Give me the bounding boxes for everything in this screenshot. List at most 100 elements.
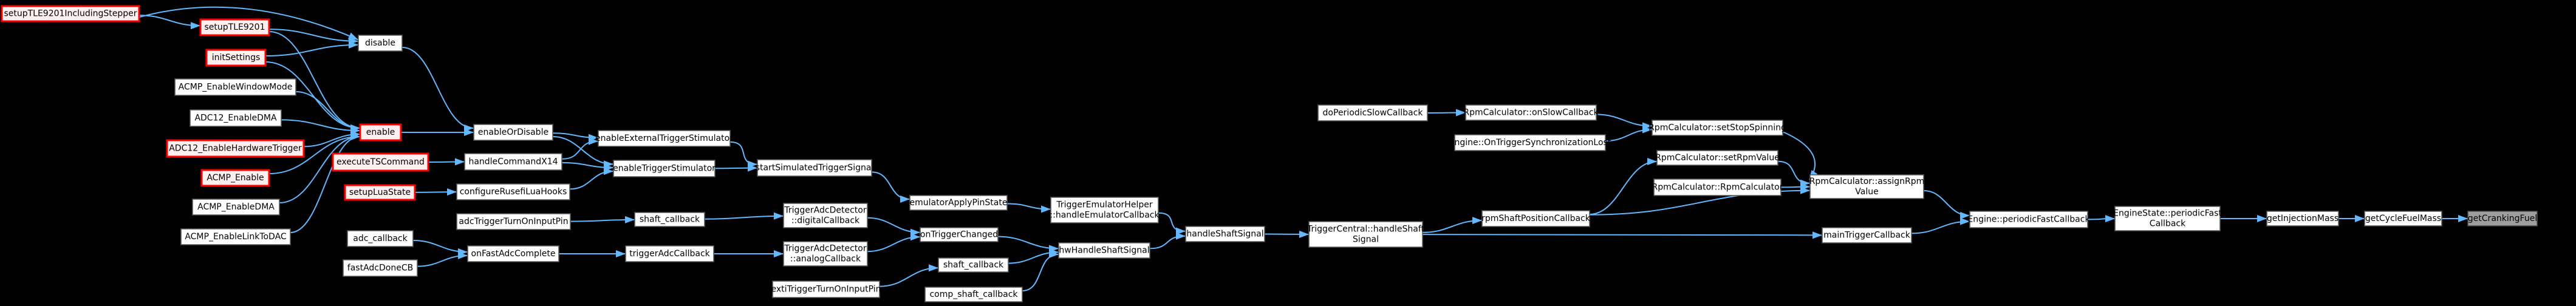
- node-box-comp_shaft_callback[interactable]: [924, 287, 1023, 302]
- node-comp_shaft_callback[interactable]: comp_shaft_callback: [924, 287, 1023, 302]
- node-Engine_periodicFastCallback[interactable]: Engine::periodicFastCallback: [1967, 211, 2090, 228]
- node-adc_callback[interactable]: adc_callback: [347, 230, 414, 247]
- node-getCycleFuelMass[interactable]: getCycleFuelMass: [2364, 211, 2442, 226]
- node-handleCommandX14[interactable]: handleCommandX14: [464, 153, 562, 171]
- node-ACMP_EnableDMA[interactable]: ACMP_EnableDMA: [192, 199, 280, 216]
- node-box-getInjectionMass[interactable]: [2266, 211, 2339, 226]
- node-onFastAdcComplete[interactable]: onFastAdcComplete: [467, 245, 559, 262]
- node-getInjectionMass[interactable]: getInjectionMass: [2266, 211, 2339, 226]
- node-ACMP_Enable[interactable]: ACMP_Enable: [200, 169, 270, 187]
- node-box-ACMP_EnableWindowMode[interactable]: [174, 78, 296, 96]
- node-TriggerAdcDetector_digitalCallback[interactable]: TriggerAdcDetector::digitalCallback: [783, 203, 868, 228]
- node-box-executeTSCommand[interactable]: [332, 152, 429, 172]
- node-box-RpmCalculator_RpmCalculator[interactable]: [1653, 178, 1782, 196]
- node-box-setupTLE9201[interactable]: [199, 18, 270, 36]
- node-box-enableOrDisable[interactable]: [473, 124, 553, 141]
- node-getCrankingFuel[interactable]: getCrankingFuel: [2467, 211, 2538, 226]
- node-box-ACMP_EnableDMA[interactable]: [192, 199, 280, 216]
- node-box-enableTriggerStimulator[interactable]: [613, 160, 716, 177]
- node-box-setupLuaState[interactable]: [344, 184, 416, 201]
- node-box-shaft_callback_1[interactable]: [634, 212, 705, 227]
- node-box-handleShaftSignal[interactable]: [1185, 226, 1265, 242]
- node-box-RpmCalculator_setRpmValue[interactable]: [1656, 150, 1778, 166]
- node-box-mainTriggerCallback[interactable]: [1822, 227, 1912, 243]
- node-fastAdcDoneCB[interactable]: fastAdcDoneCB: [343, 259, 418, 277]
- node-shaft_callback_2[interactable]: shaft_callback: [938, 257, 1009, 273]
- node-initSettings[interactable]: initSettings: [205, 49, 267, 67]
- node-box-TriggerAdcDetector_digitalCallback[interactable]: [783, 203, 868, 228]
- node-RpmCalculator_setRpmValue[interactable]: RpmCalculator::setRpmValue: [1655, 150, 1780, 166]
- node-box-triggerAdcCallback[interactable]: [625, 245, 714, 262]
- node-RpmCalculator_RpmCalculator[interactable]: RpmCalculator::RpmCalculator: [1652, 178, 1783, 196]
- node-extiTriggerTurnOnInputPin[interactable]: extiTriggerTurnOnInputPin: [771, 280, 881, 298]
- node-enableOrDisable[interactable]: enableOrDisable: [473, 124, 553, 141]
- node-box-hwHandleShaftSignal[interactable]: [1058, 242, 1150, 259]
- node-box-fastAdcDoneCB[interactable]: [343, 259, 418, 277]
- node-disable[interactable]: disable: [358, 35, 403, 52]
- node-shaft_callback_1[interactable]: shaft_callback: [634, 212, 705, 227]
- node-box-initSettings[interactable]: [205, 49, 267, 67]
- node-enableTriggerStimulator[interactable]: enableTriggerStimulator: [613, 160, 716, 177]
- node-box-handleCommandX14[interactable]: [464, 153, 562, 171]
- node-box-doPeriodicSlowCallback[interactable]: [1317, 104, 1428, 121]
- node-onTriggerChanged[interactable]: onTriggerChanged: [920, 227, 999, 242]
- node-box-enable[interactable]: [359, 123, 402, 141]
- node-box-RpmCalculator_assignRpmValue[interactable]: [1809, 174, 1924, 199]
- node-box-TriggerAdcDetector_analogCallback[interactable]: [783, 241, 868, 267]
- node-box-onFastAdcComplete[interactable]: [467, 245, 559, 262]
- node-ADC12_EnableDMA[interactable]: ADC12_EnableDMA: [190, 109, 282, 127]
- node-box-extiTriggerTurnOnInputPin[interactable]: [772, 280, 880, 298]
- node-ACMP_EnableWindowMode[interactable]: ACMP_EnableWindowMode: [174, 78, 296, 96]
- node-box-ADC12_EnableDMA[interactable]: [190, 109, 282, 127]
- node-box-RpmCalculator_onSlowCallback[interactable]: [1465, 104, 1597, 121]
- node-box-ACMP_EnableLinkToDAC[interactable]: [180, 228, 291, 245]
- node-box-ACMP_Enable[interactable]: [200, 169, 270, 187]
- node-handleShaftSignal[interactable]: handleShaftSignal: [1185, 226, 1265, 242]
- node-box-adc_callback[interactable]: [347, 230, 414, 247]
- node-box-disable[interactable]: [358, 35, 403, 52]
- node-box-Engine_OnTriggerSynchronizationLost[interactable]: [1454, 134, 1606, 151]
- node-configureRusefiLuaHooks[interactable]: configureRusefiLuaHooks: [456, 183, 570, 200]
- node-box-setupTLE9201IncludingStepper[interactable]: [1, 5, 140, 22]
- node-box-rpmShaftPositionCallback[interactable]: [1481, 210, 1590, 227]
- node-enable[interactable]: enable: [359, 123, 402, 141]
- node-RpmCalculator_onSlowCallback[interactable]: RpmCalculator::onSlowCallback: [1463, 104, 1599, 121]
- node-box-configureRusefiLuaHooks[interactable]: [456, 183, 570, 200]
- node-setupTLE9201[interactable]: setupTLE9201: [199, 18, 270, 36]
- node-box-shaft_callback_2[interactable]: [938, 257, 1009, 273]
- node-executeTSCommand[interactable]: executeTSCommand: [332, 152, 429, 172]
- node-ADC12_EnableHardwareTrigger[interactable]: ADC12_EnableHardwareTrigger: [166, 139, 305, 158]
- node-box-enableExternalTriggerStimulator[interactable]: [598, 130, 731, 147]
- node-startSimulatedTriggerSignal[interactable]: startSimulatedTriggerSignal: [756, 159, 874, 177]
- node-emulatorApplyPinState[interactable]: emulatorApplyPinState: [909, 195, 1008, 211]
- node-box-ADC12_EnableHardwareTrigger[interactable]: [166, 139, 305, 158]
- node-box-TriggerCentral_handleShaftSignal[interactable]: [1308, 221, 1423, 248]
- node-setupTLE9201IncludingStepper[interactable]: setupTLE9201IncludingStepper: [1, 5, 140, 22]
- node-doPeriodicSlowCallback[interactable]: doPeriodicSlowCallback: [1317, 104, 1428, 121]
- node-RpmCalculator_setStopSpinning[interactable]: RpmCalculator::setStopSpinning: [1648, 120, 1786, 136]
- node-Engine_OnTriggerSynchronizationLost[interactable]: Engine::OnTriggerSynchronizationLost: [1449, 134, 1611, 151]
- node-mainTriggerCallback[interactable]: mainTriggerCallback: [1822, 227, 1912, 243]
- node-TriggerAdcDetector_analogCallback[interactable]: TriggerAdcDetector::analogCallback: [783, 241, 868, 267]
- node-box-onTriggerChanged[interactable]: [920, 227, 999, 242]
- node-box-RpmCalculator_setStopSpinning[interactable]: [1652, 120, 1783, 136]
- node-box-getCycleFuelMass[interactable]: [2364, 211, 2442, 226]
- node-rpmShaftPositionCallback[interactable]: rpmShaftPositionCallback: [1481, 210, 1591, 227]
- node-enableExternalTriggerStimulator[interactable]: enableExternalTriggerStimulator: [595, 130, 733, 147]
- node-setupLuaState[interactable]: setupLuaState: [344, 184, 416, 201]
- node-box-emulatorApplyPinState[interactable]: [909, 195, 1008, 211]
- node-ACMP_EnableLinkToDAC[interactable]: ACMP_EnableLinkToDAC: [180, 228, 291, 245]
- node-TriggerEmulatorHelper_handleEmulatorCallback[interactable]: TriggerEmulatorHelper::handleEmulatorCal…: [1050, 197, 1160, 223]
- node-box-EngineState_periodicFastCallback[interactable]: [2114, 206, 2221, 231]
- node-box-startSimulatedTriggerSignal[interactable]: [757, 159, 872, 177]
- node-box-adcTriggerTurnOnInputPin[interactable]: [456, 213, 571, 230]
- node-hwHandleShaftSignal[interactable]: hwHandleShaftSignal: [1058, 242, 1150, 259]
- node-box-TriggerEmulatorHelper_handleEmulatorCallback[interactable]: [1050, 197, 1159, 223]
- node-box-getCrankingFuel[interactable]: [2467, 211, 2538, 226]
- node-triggerAdcCallback[interactable]: triggerAdcCallback: [625, 245, 714, 262]
- node-box-Engine_periodicFastCallback[interactable]: [1969, 211, 2088, 228]
- node-adcTriggerTurnOnInputPin[interactable]: adcTriggerTurnOnInputPin: [456, 213, 571, 230]
